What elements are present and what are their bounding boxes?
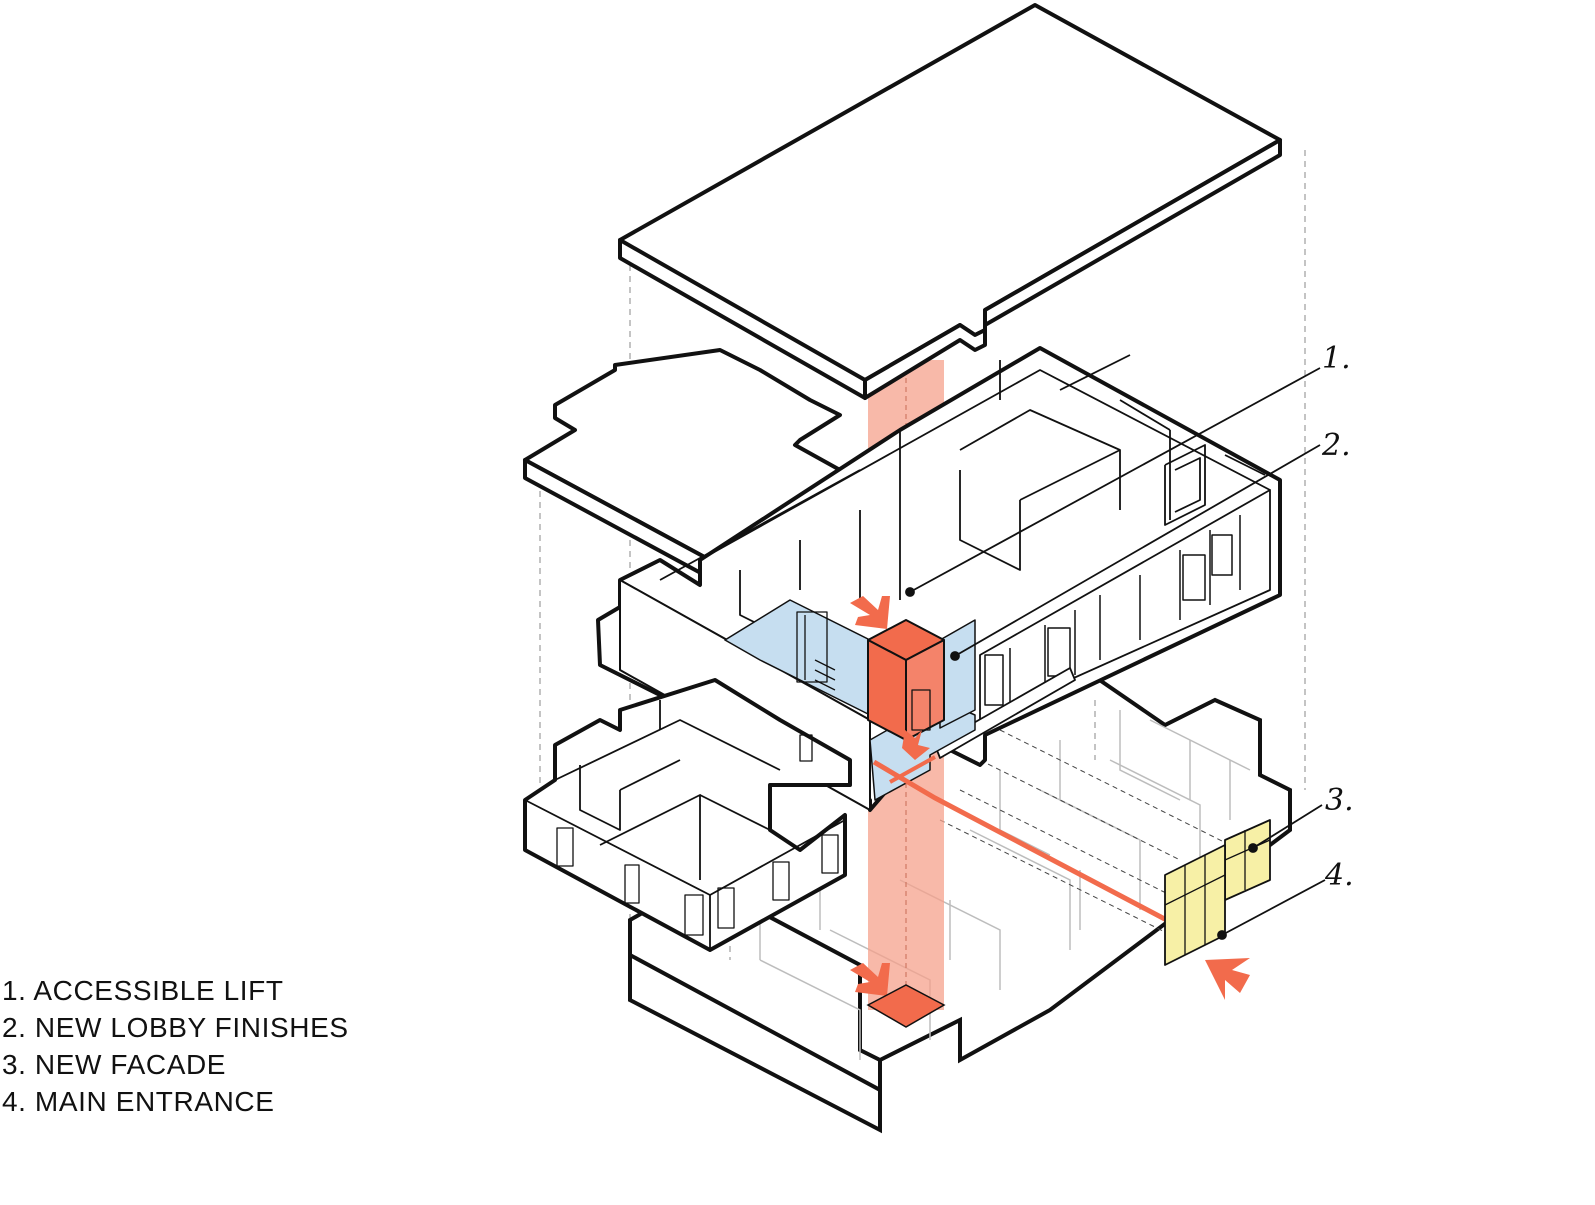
callout-3: 3. bbox=[1325, 783, 1354, 818]
roof-slab bbox=[618, 3, 1282, 400]
facade-panel-upper bbox=[1224, 819, 1271, 901]
roof-side-right bbox=[863, 138, 1282, 400]
arrow-to-lift-upper bbox=[850, 596, 890, 629]
legend: 1. ACCESSIBLE LIFT 2. NEW LOBBY FINISHES… bbox=[2, 972, 349, 1120]
legend-item-new-facade: 3. NEW FACADE bbox=[2, 1049, 227, 1080]
upper-floor bbox=[596, 346, 1282, 812]
arrow-down-lift bbox=[902, 730, 930, 760]
upper-floor-ledge bbox=[934, 667, 1076, 759]
ground-floor-slab-side bbox=[628, 951, 882, 1134]
circulation-line bbox=[872, 759, 1197, 938]
arrows bbox=[850, 596, 1250, 1000]
roof-top-face bbox=[618, 3, 1282, 382]
left-annex-slab bbox=[523, 678, 852, 952]
ground-floor-outline bbox=[628, 667, 1292, 1064]
callouts bbox=[905, 367, 1326, 940]
arrow-main-entrance bbox=[1205, 958, 1250, 1000]
entrance-path bbox=[872, 755, 1197, 938]
callout-1: 1. bbox=[1322, 341, 1351, 376]
small-roof-top bbox=[523, 348, 842, 562]
callout-4: 4. bbox=[1324, 858, 1354, 893]
legend-item-main-entrance: 4. MAIN ENTRANCE bbox=[2, 1086, 275, 1117]
left-annex bbox=[523, 678, 852, 952]
legend-item-new-lobby-finishes: 2. NEW LOBBY FINISHES bbox=[2, 1012, 349, 1043]
legend-item-accessible-lift: 1. ACCESSIBLE LIFT bbox=[2, 975, 284, 1006]
arrow-to-lift-lower bbox=[850, 963, 890, 996]
new-facade bbox=[1164, 819, 1271, 966]
upper-floor-front-wall bbox=[979, 489, 1271, 721]
callout-2: 2. bbox=[1321, 428, 1351, 463]
lift-base-ground bbox=[866, 984, 946, 1028]
lobby-finishes-right bbox=[939, 619, 976, 729]
facade-panel-lower bbox=[1164, 844, 1226, 966]
ground-floor bbox=[628, 667, 1292, 1134]
